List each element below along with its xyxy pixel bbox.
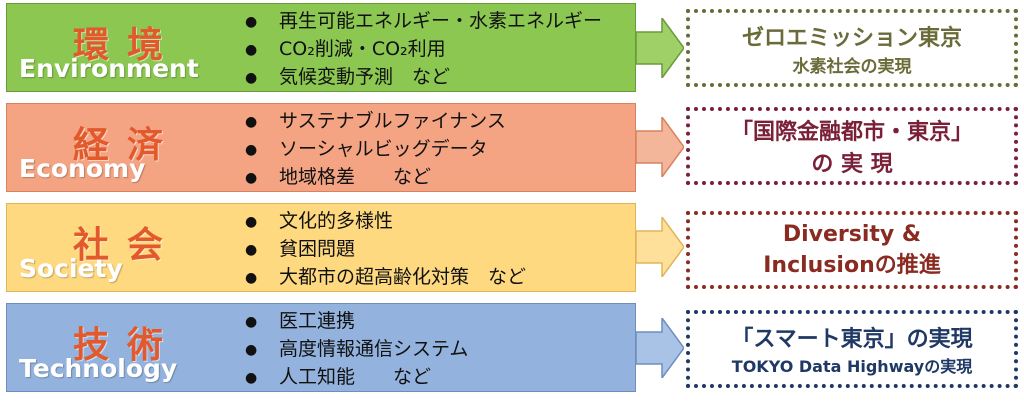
bullet-icon: ● bbox=[245, 142, 258, 158]
category-band-environment: 環境 Environment ●再生可能エネルギー・水素エネルギー ●CO₂削減… bbox=[6, 3, 636, 92]
list-item: ●文化的多様性 bbox=[245, 208, 526, 236]
category-band-society: 社会 Society ●文化的多様性 ●貧困問題 ●大都市の超高齢化対策 など bbox=[6, 203, 636, 292]
goal-title: 「スマート東京」の実現 bbox=[731, 327, 973, 352]
goal-box-economy: 「国際金融都市・東京」 の 実 現 bbox=[686, 107, 1018, 185]
category-title-en: Technology bbox=[19, 354, 178, 383]
bullet-icon: ● bbox=[245, 42, 258, 58]
bullet-icon: ● bbox=[245, 270, 258, 286]
list-item: ●高度情報通信システム bbox=[245, 336, 468, 364]
goal-title: 「国際金融都市・東京」 bbox=[730, 120, 973, 145]
arrow-right-icon bbox=[636, 318, 684, 378]
goal-title: ゼロエミッション東京 bbox=[741, 25, 962, 51]
goal-box-environment: ゼロエミッション東京 水素社会の実現 bbox=[686, 9, 1018, 87]
category-title-jp: 技術 bbox=[72, 325, 181, 366]
bullet-icon: ● bbox=[245, 214, 258, 230]
bullet-icon: ● bbox=[245, 314, 258, 330]
bullet-icon: ● bbox=[245, 70, 258, 86]
list-item: ●CO₂削減・CO₂利用 bbox=[245, 36, 602, 64]
category-title-jp: 社会 bbox=[72, 225, 181, 266]
list-item: ●人工知能 など bbox=[245, 364, 468, 392]
list-item: ●ソーシャルビッグデータ bbox=[245, 136, 506, 164]
goal-subtitle: TOKYO Data Highwayの実現 bbox=[731, 357, 973, 376]
goal-title: Diversity & bbox=[782, 221, 922, 247]
list-item: ●サステナブルファイナンス bbox=[245, 108, 506, 136]
goal-box-technology: 「スマート東京」の実現 TOKYO Data Highwayの実現 bbox=[686, 310, 1018, 388]
list-item: ●大都市の超高齢化対策 など bbox=[245, 264, 526, 292]
list-item: ●気候変動予測 など bbox=[245, 64, 602, 92]
topic-list: ●文化的多様性 ●貧困問題 ●大都市の超高齢化対策 など bbox=[245, 208, 526, 292]
list-item: ●貧困問題 bbox=[245, 236, 526, 264]
topic-list: ●サステナブルファイナンス ●ソーシャルビッグデータ ●地域格差 など bbox=[245, 108, 506, 192]
category-band-economy: 経済 Economy ●サステナブルファイナンス ●ソーシャルビッグデータ ●地… bbox=[6, 103, 636, 192]
list-item: ●再生可能エネルギー・水素エネルギー bbox=[245, 8, 602, 36]
category-band-technology: 技術 Technology ●医工連携 ●高度情報通信システム ●人工知能 など bbox=[6, 303, 636, 392]
category-title-en: Economy bbox=[19, 154, 146, 183]
goal-subtitle: の 実 現 bbox=[811, 152, 893, 177]
bullet-icon: ● bbox=[245, 114, 258, 130]
arrow-right-icon bbox=[636, 18, 684, 78]
bullet-icon: ● bbox=[245, 370, 258, 386]
goal-subtitle: 水素社会の実現 bbox=[792, 56, 912, 77]
goal-box-society: Diversity & Inclusionの推進 bbox=[686, 211, 1018, 289]
list-item: ●地域格差 など bbox=[245, 164, 506, 192]
category-title-jp: 経済 bbox=[72, 125, 181, 166]
goal-subtitle: Inclusionの推進 bbox=[763, 252, 941, 278]
bullet-icon: ● bbox=[245, 14, 258, 30]
category-title-en: Society bbox=[19, 254, 123, 283]
list-item: ●医工連携 bbox=[245, 308, 468, 336]
arrow-right-icon bbox=[636, 217, 684, 277]
category-title-en: Environment bbox=[19, 54, 199, 83]
category-title-jp: 環境 bbox=[72, 25, 181, 66]
bullet-icon: ● bbox=[245, 342, 258, 358]
bullet-icon: ● bbox=[245, 170, 258, 186]
topic-list: ●医工連携 ●高度情報通信システム ●人工知能 など bbox=[245, 308, 468, 392]
topic-list: ●再生可能エネルギー・水素エネルギー ●CO₂削減・CO₂利用 ●気候変動予測 … bbox=[245, 8, 602, 92]
bullet-icon: ● bbox=[245, 242, 258, 258]
arrow-right-icon bbox=[636, 117, 684, 177]
